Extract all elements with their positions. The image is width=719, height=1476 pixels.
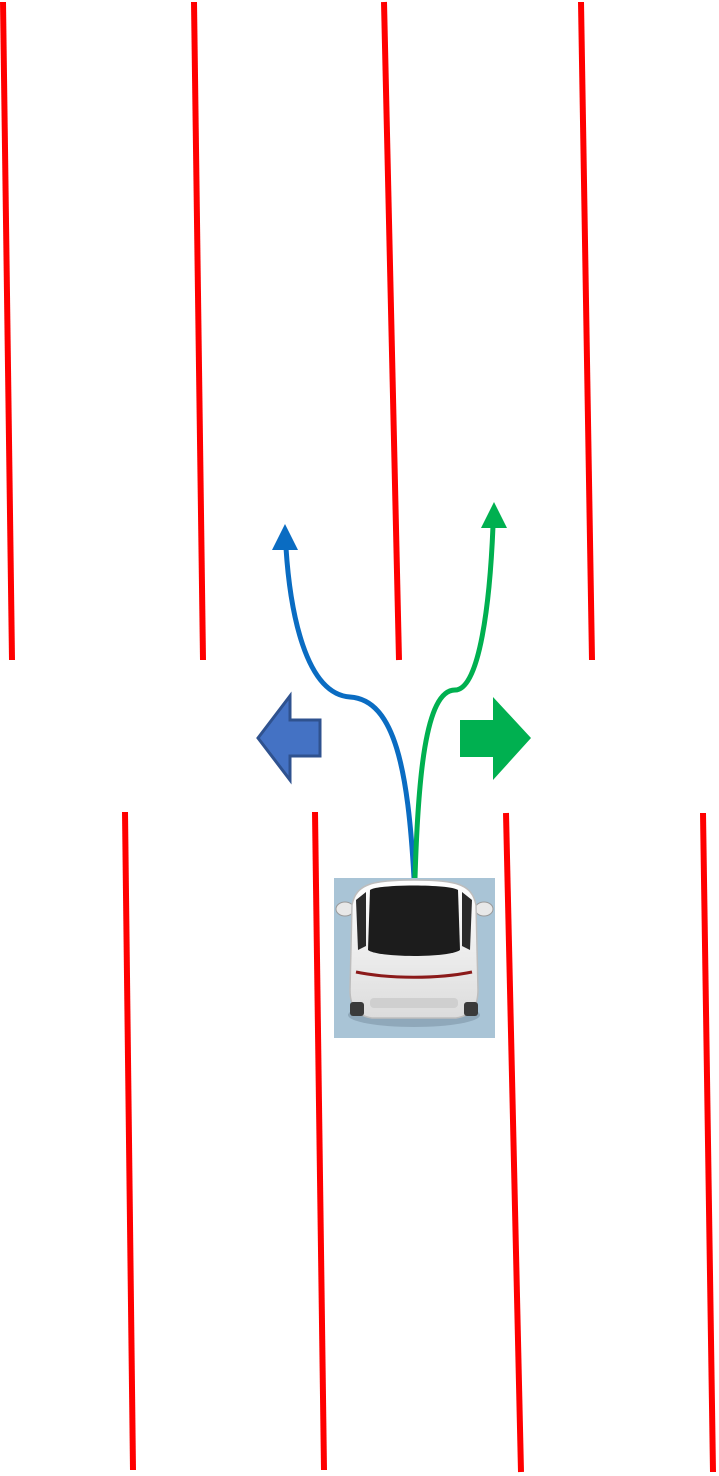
lane-line [122,811,136,1471]
lane-line [381,1,402,661]
right-trajectory [412,502,507,881]
lane-line [578,1,595,661]
left-trajectory [272,524,417,881]
lane-line [312,811,327,1471]
upper-lane-lines [0,1,595,661]
lane-line [0,1,15,661]
arrow-right-icon [460,697,531,780]
lane-line [700,812,716,1473]
lane-line [503,812,524,1473]
lane-line [191,1,206,661]
arrow-left-icon [256,691,322,785]
left-path-curve [283,545,417,881]
left-path-arrowhead [272,524,298,550]
car-rear-view-icon [334,878,495,1038]
lower-lane-lines [122,811,716,1473]
right-path-arrowhead [481,502,507,528]
right-path-curve [412,523,496,881]
